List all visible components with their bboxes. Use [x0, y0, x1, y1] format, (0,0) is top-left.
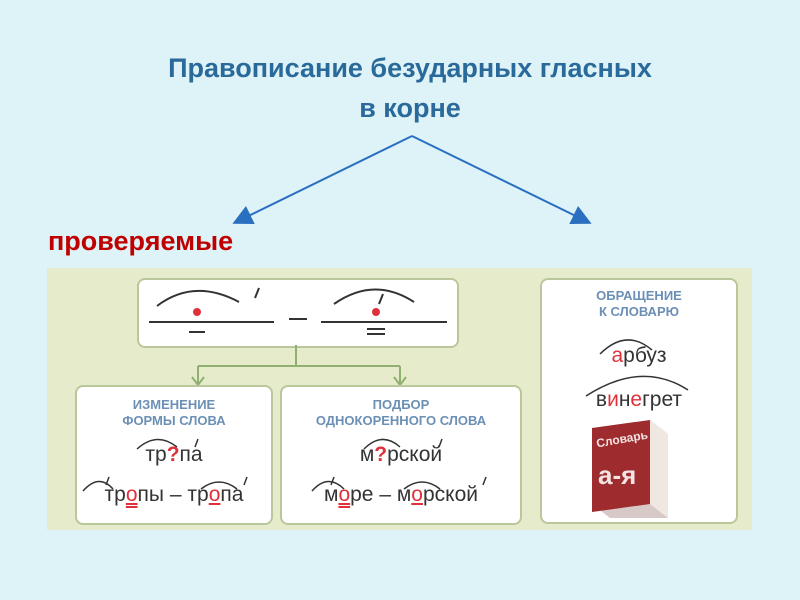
checked-vowels-label: проверяемые — [48, 226, 234, 256]
heading-line: ФОРМЫ СЛОВА — [122, 413, 226, 428]
heading-line: ИЗМЕНЕНИЕ — [132, 397, 216, 412]
example-word: тр?па — [145, 443, 203, 466]
heading-line: ОДНОКОРЕННОГО СЛОВА — [315, 413, 487, 428]
heading-line: ПОДБОР — [372, 397, 430, 412]
dictionary-heading: ОБРАЩЕНИЕ К СЛОВАРЮ — [542, 288, 736, 320]
same-root-heading: ПОДБОР ОДНОКОРЕННОГО СЛОВА — [282, 397, 520, 429]
same-root-box: ПОДБОР ОДНОКОРЕННОГО СЛОВА м?рской море … — [280, 385, 522, 525]
root-scheme-diagram — [149, 287, 447, 335]
heading-line: К СЛОВАРЮ — [598, 304, 680, 319]
title-line-2: в корне — [359, 93, 461, 123]
form-change-heading: ИЗМЕНЕНИЕ ФОРМЫ СЛОВА — [77, 397, 271, 429]
title-line-1: Правописание безударных гласных — [168, 53, 652, 83]
page-title: Правописание безударных гласных в корне — [0, 48, 800, 128]
example-word: м?рской — [359, 443, 443, 466]
check-pair: море – морской — [324, 483, 478, 506]
root-scheme-box — [137, 278, 459, 348]
dictionary-word-vinegret: винегрет — [595, 388, 683, 411]
arrow-right — [411, 135, 592, 224]
stress-marks — [82, 438, 248, 492]
stress-marks — [311, 438, 487, 492]
dictionary-word-arbuz: арбуз — [611, 344, 667, 367]
form-change-box: ИЗМЕНЕНИЕ ФОРМЫ СЛОВА тр?па тропы – троп… — [75, 385, 273, 525]
root-arcs — [585, 339, 689, 397]
check-pair: тропы – тропа — [104, 483, 244, 506]
heading-line: ОБРАЩЕНИЕ — [596, 288, 682, 303]
dictionary-book-icon: Словарь а-я — [588, 420, 672, 520]
book-range: а-я — [598, 460, 637, 490]
arrow-left — [232, 135, 413, 224]
